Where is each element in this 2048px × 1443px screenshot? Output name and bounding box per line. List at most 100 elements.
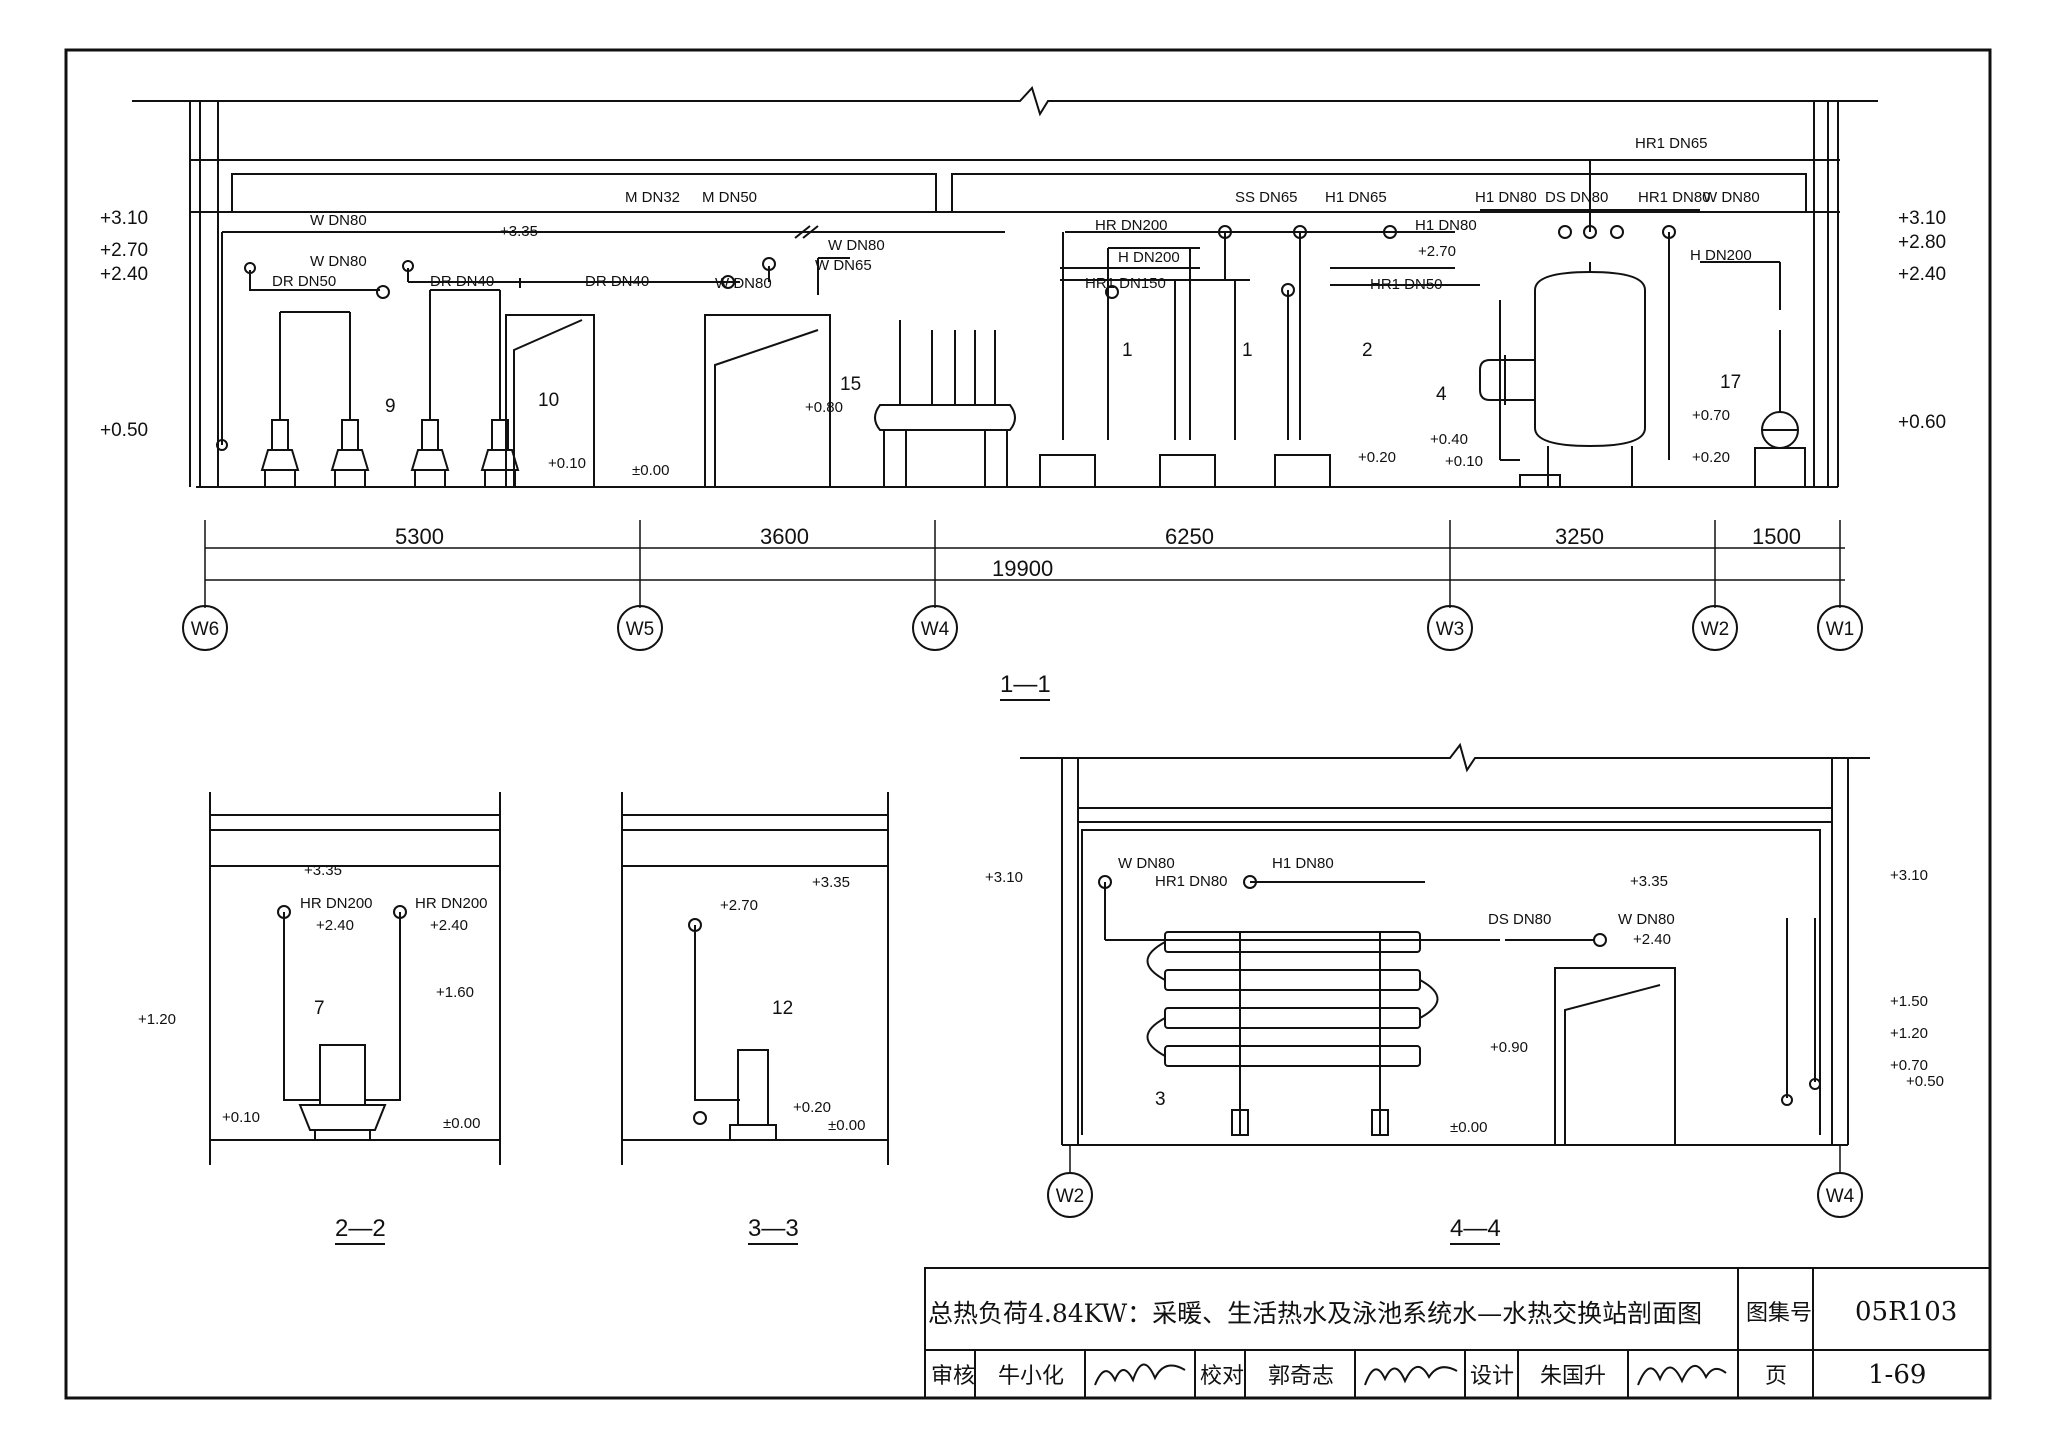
svg-text:W4: W4 xyxy=(921,619,950,640)
svg-text:±0.00: ±0.00 xyxy=(632,462,669,479)
svg-text:+0.20: +0.20 xyxy=(1358,449,1396,466)
svg-text:W DN80: W DN80 xyxy=(1703,189,1760,206)
dimension-lines-1-1 xyxy=(204,520,1845,608)
svg-text:W DN80: W DN80 xyxy=(310,253,367,270)
svg-text:3: 3 xyxy=(1155,1089,1166,1110)
svg-text:+0.60: +0.60 xyxy=(1898,412,1946,433)
svg-text:H DN200: H DN200 xyxy=(1118,249,1180,266)
svg-text:5300: 5300 xyxy=(395,524,444,549)
svg-text:+0.90: +0.90 xyxy=(1490,1039,1528,1056)
svg-text:+3.10: +3.10 xyxy=(1890,867,1928,884)
svg-text:HR1 DN80: HR1 DN80 xyxy=(1155,873,1228,890)
svg-text:3600: 3600 xyxy=(760,524,809,549)
reviewer-name: 牛小化 xyxy=(998,1364,1064,1389)
svg-text:+2.40: +2.40 xyxy=(100,264,148,285)
svg-text:W2: W2 xyxy=(1056,1186,1085,1207)
svg-text:+1.20: +1.20 xyxy=(138,1011,176,1028)
svg-text:DS DN80: DS DN80 xyxy=(1488,911,1551,928)
svg-text:+3.35: +3.35 xyxy=(304,862,342,879)
svg-text:HR1 DN150: HR1 DN150 xyxy=(1085,275,1166,292)
svg-text:+3.35: +3.35 xyxy=(500,223,538,240)
svg-text:+2.40: +2.40 xyxy=(1898,264,1946,285)
svg-text:+1.20: +1.20 xyxy=(1890,1025,1928,1042)
checker-name: 郭奇志 xyxy=(1268,1364,1334,1389)
svg-text:1: 1 xyxy=(1242,340,1253,361)
svg-text:+2.70: +2.70 xyxy=(100,240,148,261)
section-title-1-1: 1—1 xyxy=(1000,671,1051,698)
svg-text:W DN65: W DN65 xyxy=(815,257,872,274)
design-label: 设计 xyxy=(1470,1364,1514,1389)
svg-text:+0.10: +0.10 xyxy=(1445,453,1483,470)
svg-text:19900: 19900 xyxy=(992,556,1053,581)
reviewer-signature xyxy=(1094,1363,1186,1386)
svg-text:W1: W1 xyxy=(1826,619,1855,640)
svg-text:+0.10: +0.10 xyxy=(548,455,586,472)
svg-text:+1.50: +1.50 xyxy=(1890,993,1928,1010)
checker-signature xyxy=(1364,1366,1458,1386)
svg-text:DR DN40: DR DN40 xyxy=(585,273,649,290)
review-label: 审核 xyxy=(931,1364,975,1389)
svg-text:12: 12 xyxy=(772,998,793,1019)
svg-text:+3.35: +3.35 xyxy=(1630,873,1668,890)
section-title-2-2: 2—2 xyxy=(335,1215,386,1242)
svg-text:M DN32: M DN32 xyxy=(625,189,680,206)
svg-text:W4: W4 xyxy=(1826,1186,1855,1207)
svg-text:±0.00: ±0.00 xyxy=(1450,1119,1487,1136)
svg-text:W3: W3 xyxy=(1436,619,1465,640)
svg-text:1500: 1500 xyxy=(1752,524,1801,549)
svg-text:6250: 6250 xyxy=(1165,524,1214,549)
svg-text:3250: 3250 xyxy=(1555,524,1604,549)
svg-text:DS DN80: DS DN80 xyxy=(1545,189,1608,206)
svg-text:+0.50: +0.50 xyxy=(1906,1073,1944,1090)
svg-text:+2.80: +2.80 xyxy=(1898,232,1946,253)
svg-text:+3.35: +3.35 xyxy=(812,874,850,891)
page-label: 页 xyxy=(1765,1364,1787,1389)
designer-name: 朱国升 xyxy=(1540,1364,1606,1389)
section-1-1-labels: +3.10 +2.70 +2.40 +0.50 W DN80 +3.35 M D… xyxy=(100,135,1946,479)
svg-text:15: 15 xyxy=(840,374,861,395)
svg-text:+0.20: +0.20 xyxy=(793,1099,831,1116)
atlas-label: 图集号 xyxy=(1746,1301,1812,1326)
pump-group-dr xyxy=(260,419,520,488)
svg-text:+2.40: +2.40 xyxy=(1633,931,1671,948)
svg-text:W DN80: W DN80 xyxy=(1618,911,1675,928)
svg-text:+2.40: +2.40 xyxy=(316,917,354,934)
svg-text:SS DN65: SS DN65 xyxy=(1235,189,1298,206)
svg-text:H1 DN80: H1 DN80 xyxy=(1415,217,1477,234)
svg-text:+0.70: +0.70 xyxy=(1890,1057,1928,1074)
svg-text:+2.40: +2.40 xyxy=(430,917,468,934)
svg-text:W DN80: W DN80 xyxy=(1118,855,1175,872)
svg-text:+0.10: +0.10 xyxy=(222,1109,260,1126)
svg-text:+0.50: +0.50 xyxy=(100,420,148,441)
section-4-4-labels: +3.10 W DN80 H1 DN80 HR1 DN80 +3.35 DS D… xyxy=(985,855,1944,1136)
svg-text:HR DN200: HR DN200 xyxy=(300,895,373,912)
svg-text:+0.40: +0.40 xyxy=(1430,431,1468,448)
section-4-4 xyxy=(1020,742,1870,1146)
axis-bubbles-4-4: W2 W4 xyxy=(1047,1145,1863,1218)
svg-text:2: 2 xyxy=(1362,340,1373,361)
section-2-2 xyxy=(209,792,501,1165)
svg-text:+2.70: +2.70 xyxy=(720,897,758,914)
svg-text:±0.00: ±0.00 xyxy=(443,1115,480,1132)
section-title-4-4: 4—4 xyxy=(1450,1215,1501,1242)
svg-text:H1 DN80: H1 DN80 xyxy=(1272,855,1334,872)
svg-text:H1 DN65: H1 DN65 xyxy=(1325,189,1387,206)
axis-bubbles-1-1: W6 W5 W4 W3 W2 W1 xyxy=(182,605,1863,651)
svg-text:17: 17 xyxy=(1720,372,1741,393)
section-1-1 xyxy=(132,86,1878,488)
svg-text:M DN50: M DN50 xyxy=(702,189,757,206)
page-number: 1-69 xyxy=(1868,1360,1926,1390)
svg-text:HR1 DN50: HR1 DN50 xyxy=(1370,276,1443,293)
section-2-2-labels: +3.35 HR DN200 HR DN200 +2.40 +2.40 +1.6… xyxy=(138,862,488,1132)
svg-text:DR DN50: DR DN50 xyxy=(272,273,336,290)
svg-text:1: 1 xyxy=(1122,340,1133,361)
svg-text:H DN200: H DN200 xyxy=(1690,247,1752,264)
svg-text:+0.70: +0.70 xyxy=(1692,407,1730,424)
svg-text:+1.60: +1.60 xyxy=(436,984,474,1001)
sheet-title: 总热负荷4.84KW：采暖、生活热水及泳池系统水—水热交换站剖面图 xyxy=(928,1299,1702,1328)
svg-text:7: 7 xyxy=(314,998,325,1019)
svg-text:9: 9 xyxy=(385,396,396,417)
svg-text:W DN80: W DN80 xyxy=(715,275,772,292)
title-block xyxy=(924,1267,1991,1399)
